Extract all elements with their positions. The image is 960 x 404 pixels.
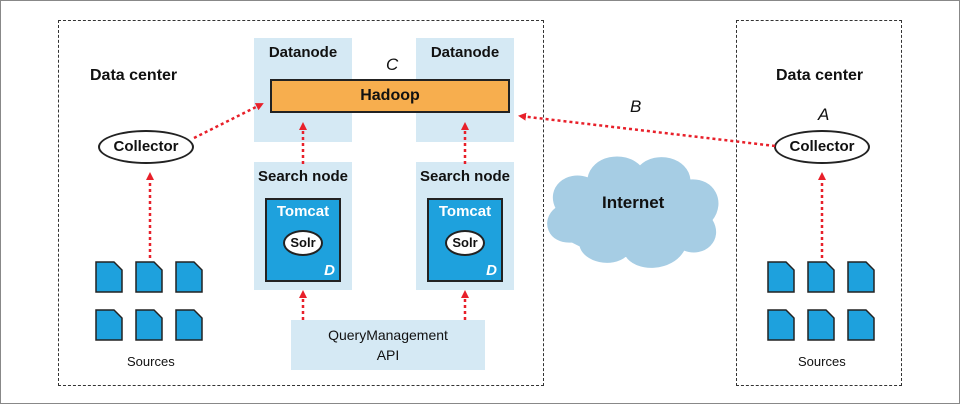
- search-node-2: Search node Tomcat Solr D: [416, 162, 514, 290]
- document-icon: [135, 261, 163, 293]
- tag-a: A: [818, 105, 830, 124]
- datanode-1-label: Datanode: [268, 44, 338, 61]
- document-icon: [95, 309, 123, 341]
- right-data-center-label: Data center: [776, 67, 864, 84]
- document-icon: [847, 261, 875, 293]
- tag-d-2: D: [486, 262, 497, 279]
- document-icon: [807, 261, 835, 293]
- solr-2: Solr: [445, 230, 485, 256]
- solr-1: Solr: [283, 230, 323, 256]
- internet-label: Internet: [602, 193, 665, 212]
- tag-b: B: [630, 97, 642, 116]
- tomcat-2: Tomcat Solr D: [427, 198, 503, 282]
- sources-right: [767, 261, 875, 341]
- sources-left-label: Sources: [127, 354, 175, 369]
- search-node-2-label: Search node: [419, 168, 511, 185]
- tomcat-1-label: Tomcat: [276, 203, 330, 220]
- arrow-icon: [146, 102, 826, 320]
- document-icon: [175, 261, 203, 293]
- tomcat-1: Tomcat Solr D: [265, 198, 341, 282]
- right-data-center: [736, 20, 902, 386]
- sources-right-label: Sources: [798, 354, 846, 369]
- search-node-1: Search node Tomcat Solr D: [254, 162, 352, 290]
- document-icon: [767, 309, 795, 341]
- document-icon: [95, 261, 123, 293]
- query-management-line1: QueryManagement: [328, 327, 448, 343]
- left-data-center: [58, 20, 544, 386]
- sources-left: [95, 261, 203, 341]
- arrow-collector-right-to-hadoop: [518, 112, 776, 148]
- document-icon: [847, 309, 875, 341]
- tomcat-2-label: Tomcat: [438, 203, 492, 220]
- document-icon: [807, 309, 835, 341]
- left-data-center-label: Data center: [90, 67, 178, 84]
- query-management-api: QueryManagement API: [291, 320, 485, 370]
- document-icon: [767, 261, 795, 293]
- tag-c: C: [386, 55, 399, 74]
- collector-left: Collector: [98, 130, 194, 164]
- document-icon: [175, 309, 203, 341]
- collector-right: Collector: [774, 130, 870, 164]
- hadoop-bar: Hadoop: [270, 79, 510, 113]
- tag-d-1: D: [324, 262, 335, 279]
- cloud-icon: [547, 156, 719, 268]
- query-management-line2: API: [376, 347, 400, 363]
- search-node-1-label: Search node: [257, 168, 349, 185]
- document-icon: [135, 309, 163, 341]
- arrow-collector-left-to-hadoop: [193, 102, 264, 140]
- datanode-2-label: Datanode: [430, 44, 500, 61]
